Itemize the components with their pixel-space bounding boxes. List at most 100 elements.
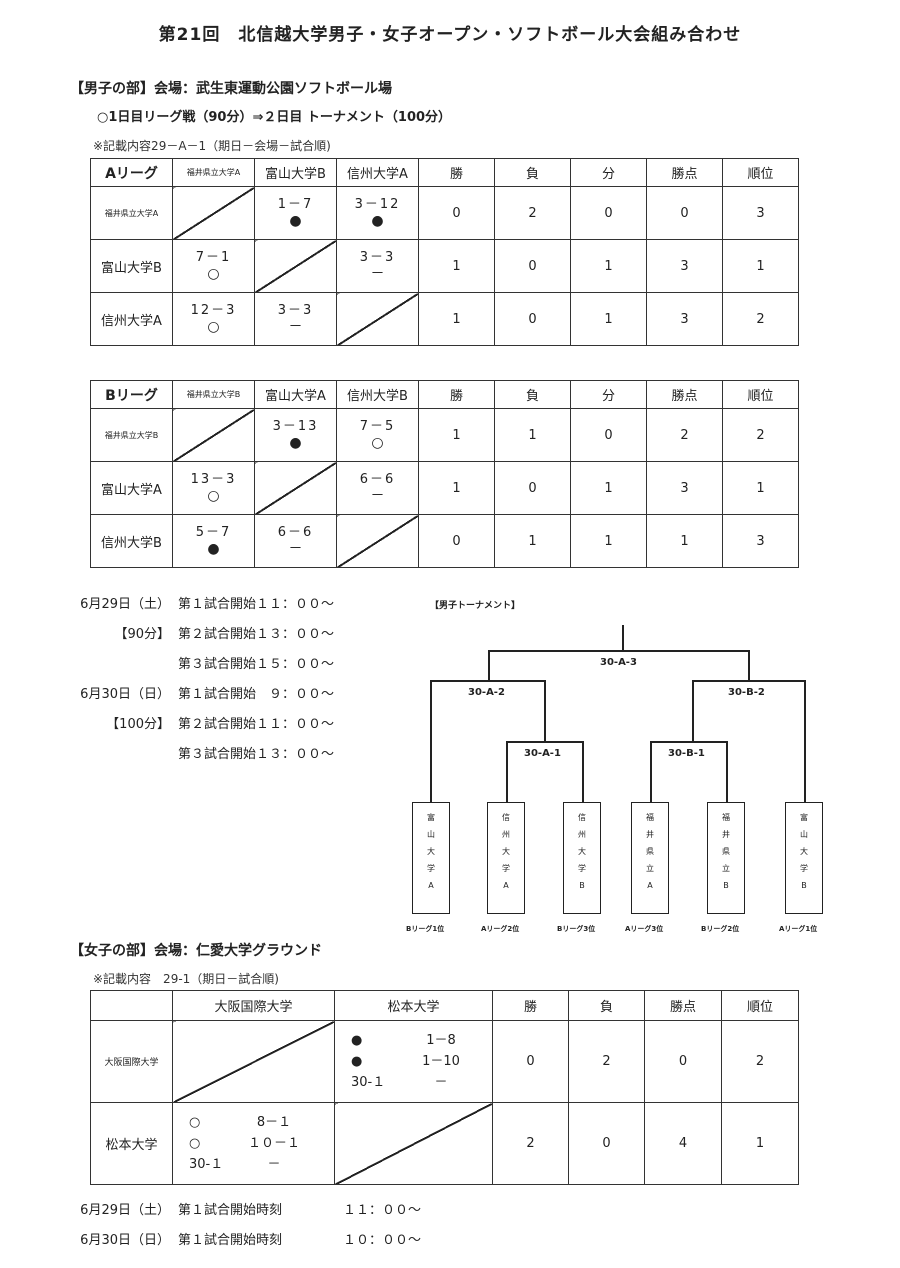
diagonal-cell — [254, 461, 337, 515]
result-mark: ○ — [371, 435, 384, 451]
schedule-date: 6月30日（日） — [80, 687, 170, 702]
stat-cell: 2 — [568, 1020, 645, 1103]
col-rank: 順位 — [721, 990, 799, 1021]
result-mark: ○ — [189, 1115, 201, 1130]
team-char: 学 — [578, 864, 586, 873]
bracket-line — [488, 650, 490, 682]
stat-cell: 3 — [722, 186, 799, 240]
team-char: 富 — [427, 813, 435, 822]
team-char: 大 — [502, 847, 510, 856]
bracket-line — [430, 680, 432, 802]
diagonal-cell — [336, 292, 419, 346]
stat-cell: 1 — [418, 292, 495, 346]
stat-cell: 0 — [492, 1020, 569, 1103]
men-schedule: 6月29日（土）第１試合開始１１：００～ 【90分】第２試合開始１３：００～ 第… — [60, 590, 390, 770]
schedule-label: 第２試合開始１３：００～ — [178, 627, 335, 642]
schedule-label: 第２試合開始１１：００～ — [178, 717, 335, 732]
schedule-label: 第１試合開始１１：００～ — [178, 597, 335, 612]
schedule-date — [60, 650, 170, 680]
stat-cell: 1 — [418, 239, 495, 293]
tournament-seed-label: Aリーグ3位 — [625, 925, 664, 933]
result-score: 7－1 — [195, 250, 232, 265]
bracket-line — [748, 650, 750, 682]
team-char: 県 — [646, 847, 654, 856]
stat-cell: 1 — [570, 239, 647, 293]
stat-cell: 0 — [494, 239, 571, 293]
col-team: 福井県立大学A — [172, 158, 255, 187]
team-char: B — [579, 881, 585, 890]
result-line: ●1－8 — [351, 1030, 492, 1051]
stat-cell: 0 — [570, 408, 647, 462]
result-score: 13－3 — [190, 472, 237, 487]
schedule-date: 6月29日（土） — [80, 597, 170, 612]
team-char: A — [428, 881, 434, 890]
league-name: Aリーグ — [90, 158, 173, 187]
result-mark: － — [288, 541, 303, 557]
team-char: A — [647, 881, 653, 890]
result-score: 3－13 — [272, 419, 319, 434]
result-cell: 3－3－ — [254, 292, 337, 346]
stat-cell: 2 — [721, 1020, 799, 1103]
team-char: 福 — [646, 813, 654, 822]
col-draw: 分 — [570, 158, 647, 187]
schedule-row: 6月30日（日）第１試合開始 ９：００～ — [60, 680, 390, 710]
stat-cell: 1 — [721, 1102, 799, 1185]
col-win: 勝 — [418, 158, 495, 187]
result-mark: ○ — [207, 266, 220, 282]
stat-cell: 3 — [722, 514, 799, 568]
team-char: 信 — [502, 813, 510, 822]
col-points: 勝点 — [646, 380, 723, 409]
tournament-seed-label: Aリーグ2位 — [481, 925, 520, 933]
result-score: 1－8 — [426, 1033, 456, 1048]
bracket-line — [506, 741, 508, 802]
col-team: 富山大学A — [254, 380, 337, 409]
tournament-seed-label: Aリーグ1位 — [779, 925, 818, 933]
team-char: 井 — [646, 830, 654, 839]
bracket-line — [804, 680, 806, 802]
result-cell: 5－7● — [172, 514, 255, 568]
result-line: 30-１－ — [189, 1154, 334, 1175]
result-mark: － — [370, 488, 385, 504]
result-score: 6－6 — [277, 525, 314, 540]
result-cell: 7－1○ — [172, 239, 255, 293]
stat-cell: 2 — [494, 186, 571, 240]
team-char: 信 — [578, 813, 586, 822]
stat-cell: 1 — [722, 461, 799, 515]
stat-cell: 0 — [494, 461, 571, 515]
col-team: 信州大学B — [336, 380, 419, 409]
team-char: 県 — [722, 847, 730, 856]
row-team: 富山大学A — [90, 461, 173, 515]
team-char: B — [801, 881, 807, 890]
result-code: 30-１ — [351, 1075, 386, 1090]
result-score: 3－3 — [359, 250, 396, 265]
bracket-line — [582, 741, 584, 802]
stat-cell: 0 — [418, 514, 495, 568]
result-mark: ● — [289, 213, 302, 229]
stat-cell: 2 — [722, 408, 799, 462]
schedule-date: 6月30日（日） — [80, 1233, 170, 1248]
result-cell: 1－7● — [254, 186, 337, 240]
schedule-row: 【100分】第２試合開始１１：００～ — [60, 710, 390, 740]
bracket-line — [544, 680, 546, 742]
women-table: 大阪国際大学 松本大学 勝 負 勝点 順位 大阪国際大学 ●1－8 ●1－10 … — [90, 990, 799, 1185]
stat-cell: 3 — [646, 292, 723, 346]
col-team: 信州大学A — [336, 158, 419, 187]
col-win: 勝 — [492, 990, 569, 1021]
schedule-date: 6月29日（土） — [80, 1203, 170, 1218]
diagonal-cell — [172, 408, 255, 462]
men-format: ○1日目リーグ戦（90分）⇒２日目 トーナメント（100分） — [97, 110, 452, 125]
result-line: 30-１－ — [351, 1072, 492, 1093]
stat-cell: 0 — [570, 186, 647, 240]
bracket-line — [692, 680, 694, 742]
col-team: 大阪国際大学 — [172, 990, 335, 1021]
result-score: 6－6 — [359, 472, 396, 487]
men-heading: 【男子の部】会場：武生東運動公園ソフトボール場 — [70, 81, 392, 97]
diagonal-cell — [254, 239, 337, 293]
schedule-label: 第３試合開始１３：００～ — [178, 747, 335, 762]
result-score: 7－5 — [359, 419, 396, 434]
stat-cell: 1 — [646, 514, 723, 568]
